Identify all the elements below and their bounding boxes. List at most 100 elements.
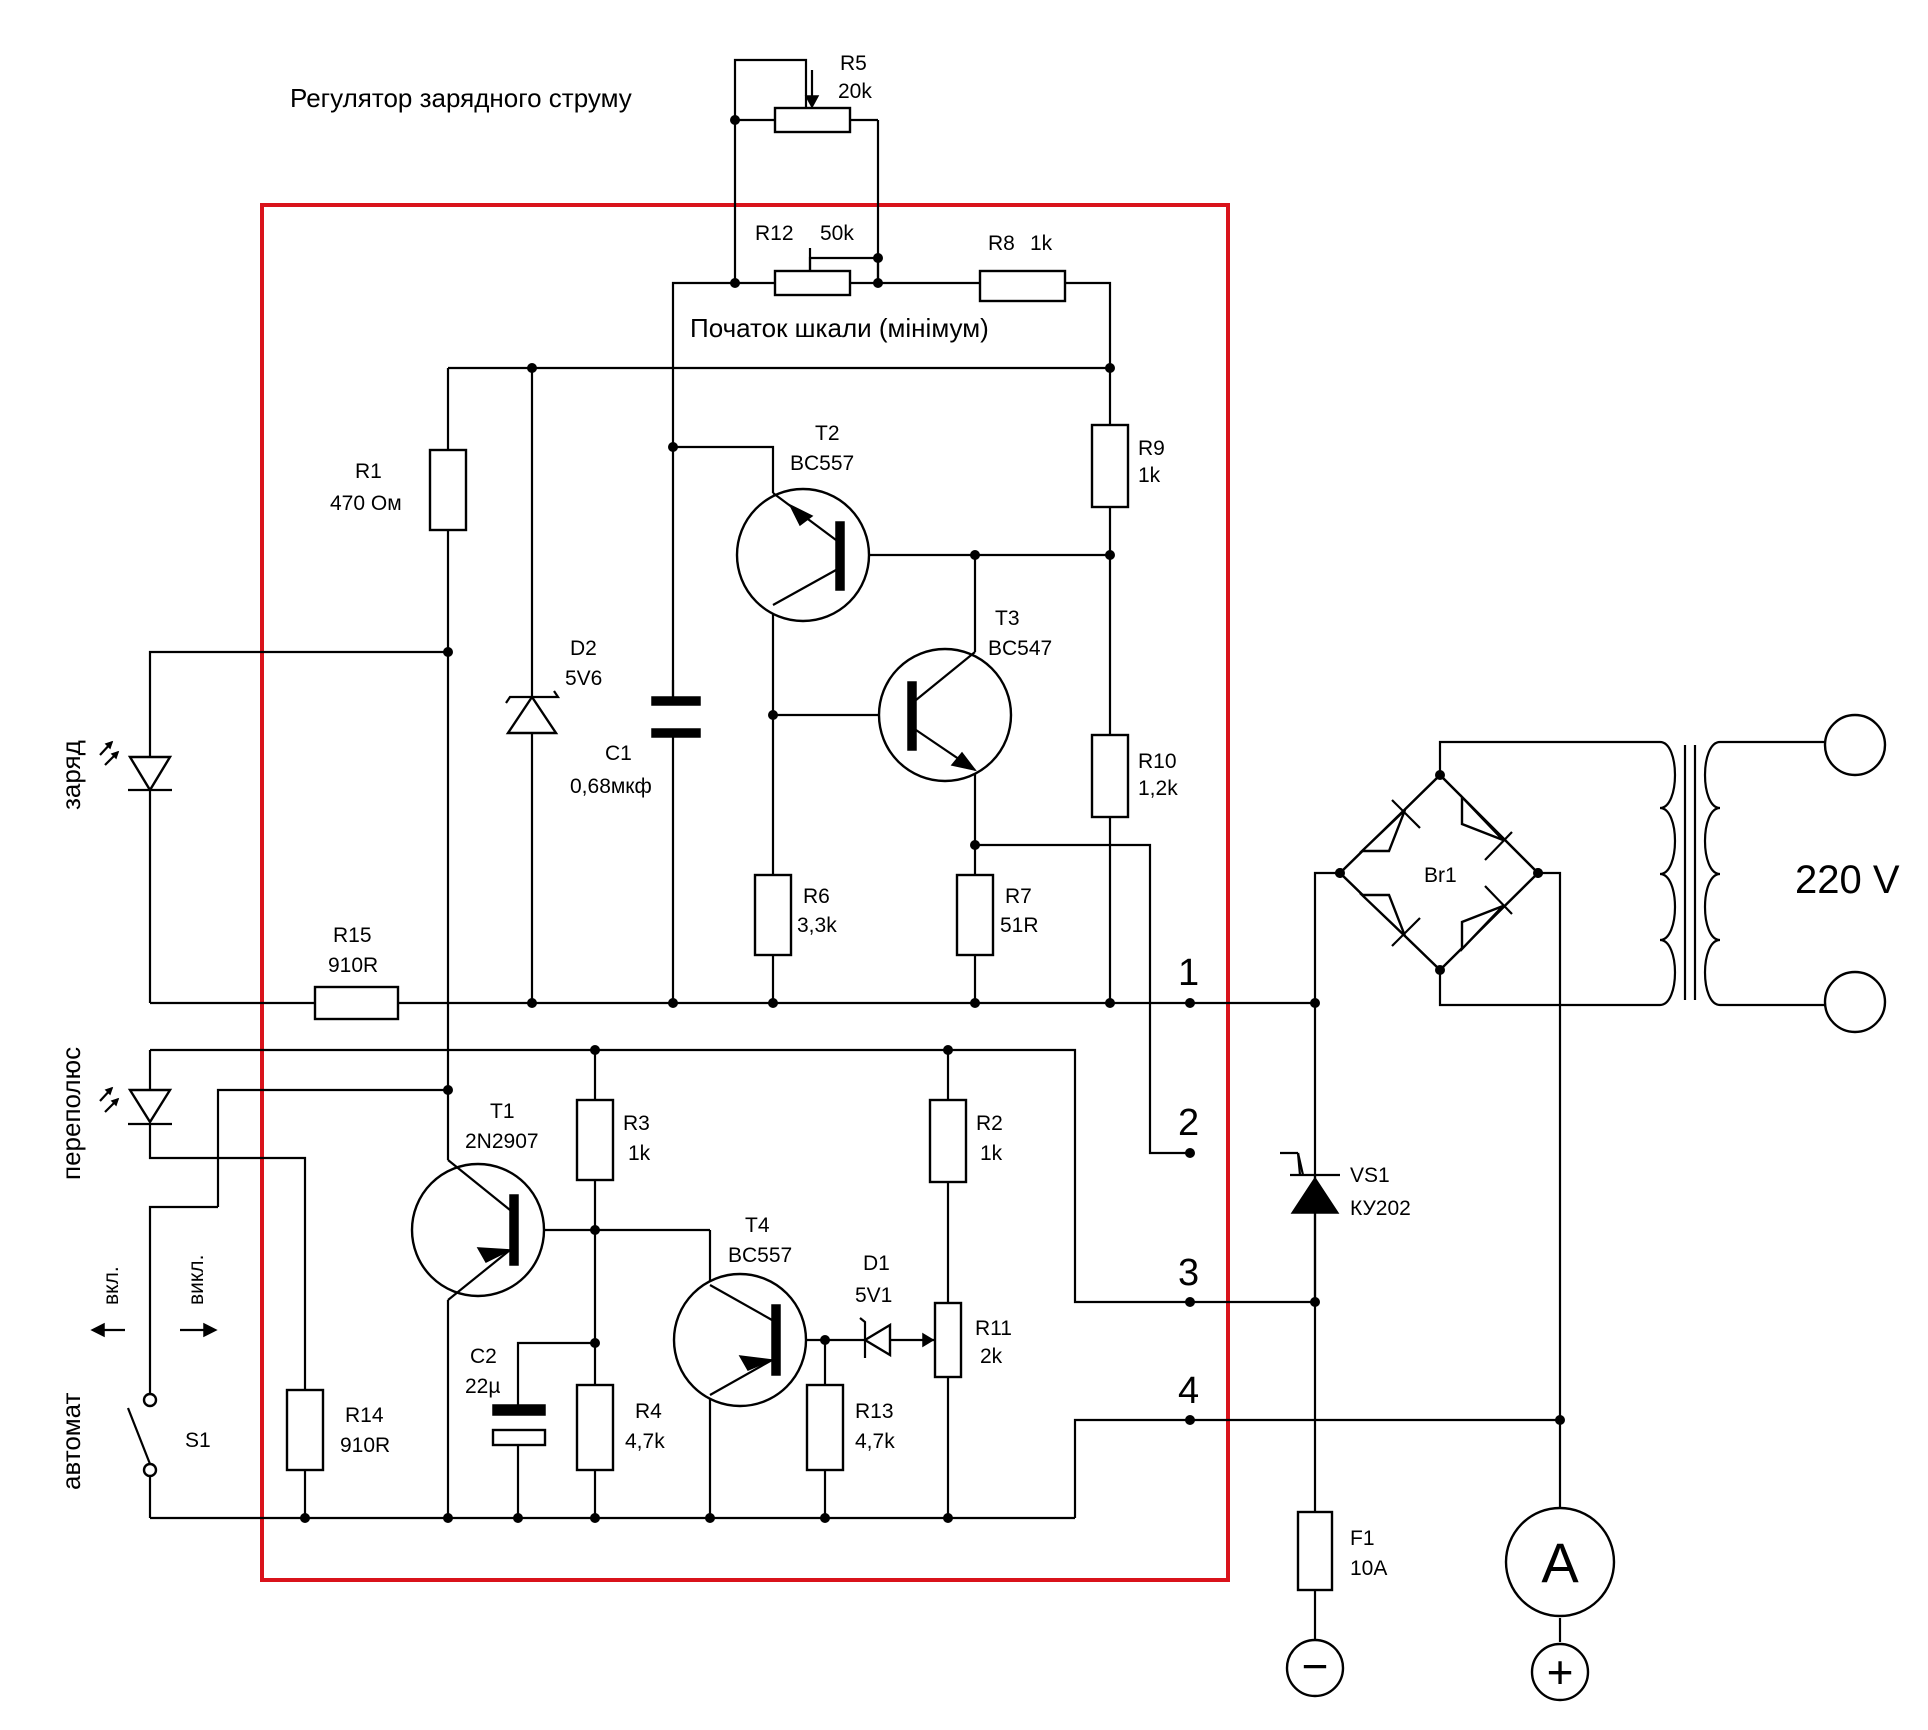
transistor-t2 <box>735 487 871 623</box>
resistor-r11 <box>922 1301 963 1379</box>
t3-value: BC547 <box>988 637 1052 660</box>
t4-value: BC557 <box>728 1244 792 1267</box>
resistor-r10 <box>1090 733 1130 819</box>
r15-value: 910R <box>328 954 378 977</box>
r8-ref: R8 <box>988 232 1015 255</box>
r14-ref: R14 <box>345 1404 384 1427</box>
r13-ref: R13 <box>855 1400 894 1423</box>
t2-value: BC557 <box>790 452 854 475</box>
f1-value: 10A <box>1350 1557 1387 1580</box>
resistor-r6 <box>753 873 793 957</box>
d2-ref: D2 <box>570 637 597 660</box>
pin-4: 4 <box>1178 1370 1199 1412</box>
led-charge-icon <box>99 655 173 793</box>
resistor-r14 <box>285 1388 325 1472</box>
zener-diode-d2 <box>505 690 561 735</box>
vs1-ref: VS1 <box>1350 1164 1390 1187</box>
label-led-reverse: переполюс <box>56 1047 86 1180</box>
resistor-r9 <box>1090 423 1130 509</box>
c2-value: 22µ <box>465 1375 500 1398</box>
r6-ref: R6 <box>803 885 830 908</box>
r7-ref: R7 <box>1005 885 1032 908</box>
zener-diode-d1 <box>845 1317 892 1358</box>
r11-value: 2k <box>980 1345 1003 1368</box>
r10-ref: R10 <box>1138 750 1177 773</box>
transistor-t4 <box>672 1272 808 1408</box>
label-mains-voltage: 220 V <box>1795 858 1900 902</box>
d1-value: 5V1 <box>855 1284 892 1307</box>
capacitor-c2 <box>491 1404 547 1447</box>
label-switch-on: вкл. <box>100 1266 123 1305</box>
r6-value: 3,3k <box>797 914 837 937</box>
t3-ref: T3 <box>995 607 1020 630</box>
r5-value: 20k <box>838 80 872 103</box>
r4-value: 4,7k <box>625 1430 665 1453</box>
label-switch-off: викл. <box>185 1255 208 1305</box>
diode-bridge-br1 <box>1335 770 1543 975</box>
r10-value: 1,2k <box>1138 777 1178 800</box>
fuse-f1 <box>1296 1510 1334 1592</box>
r8-value: 1k <box>1030 232 1053 255</box>
r1-value: 470 Ом <box>330 492 402 515</box>
resistor-r2 <box>928 1098 968 1184</box>
r2-value: 1k <box>980 1142 1003 1165</box>
ammeter <box>1504 1506 1616 1618</box>
resistor-r5 <box>773 70 852 134</box>
c1-ref: C1 <box>605 742 632 765</box>
r13-value: 4,7k <box>855 1430 895 1453</box>
resistor-r7 <box>955 873 995 957</box>
module-boundary <box>260 203 1230 1582</box>
resistor-r12 <box>773 248 852 297</box>
positive-terminal-label: + <box>1547 1646 1574 1698</box>
transistor-t1 <box>410 1159 546 1301</box>
r3-value: 1k <box>628 1142 651 1165</box>
r4-ref: R4 <box>635 1400 662 1423</box>
d1-ref: D1 <box>863 1252 890 1275</box>
t2-ref: T2 <box>815 422 840 445</box>
r11-ref: R11 <box>975 1317 1012 1340</box>
t1-value: 2N2907 <box>465 1130 539 1153</box>
capacitor-c1 <box>651 680 701 738</box>
label-current-regulator: Регулятор зарядного струму <box>290 83 632 113</box>
pin-3: 3 <box>1178 1252 1199 1294</box>
r5-ref: R5 <box>840 52 867 75</box>
vs1-value: КУ202 <box>1350 1197 1411 1220</box>
c2-ref: C2 <box>470 1345 497 1368</box>
br1-ref: Br1 <box>1424 864 1457 887</box>
resistor-r13 <box>805 1383 845 1472</box>
d2-value: 5V6 <box>565 667 602 690</box>
r3-ref: R3 <box>623 1112 650 1135</box>
arrow-left-icon <box>90 1322 125 1338</box>
label-led-charge: заряд <box>56 740 86 810</box>
c1-value: 0,68мкф <box>570 775 652 798</box>
r2-ref: R2 <box>976 1112 1003 1135</box>
negative-terminal-label: − <box>1302 1640 1329 1692</box>
r9-value: 1k <box>1138 464 1161 487</box>
r12-ref: R12 <box>755 222 794 245</box>
f1-ref: F1 <box>1350 1527 1375 1550</box>
r12-value: 50k <box>820 222 854 245</box>
thyristor-vs1 <box>1290 1152 1340 1214</box>
transformer <box>1659 713 1887 1034</box>
t1-ref: T1 <box>490 1100 515 1123</box>
resistor-r1 <box>428 448 468 532</box>
resistor-r8 <box>978 269 1067 303</box>
pin-2: 2 <box>1178 1102 1199 1144</box>
pin-1: 1 <box>1178 952 1199 994</box>
label-mode-auto: автомат <box>56 1392 86 1490</box>
resistor-r4 <box>575 1383 615 1472</box>
r15-ref: R15 <box>333 924 372 947</box>
positive-terminal <box>1530 1642 1590 1702</box>
resistor-r3 <box>575 1098 615 1182</box>
r14-value: 910R <box>340 1434 390 1457</box>
ammeter-label: A <box>1541 1531 1579 1594</box>
resistor-r15 <box>313 985 400 1021</box>
label-scale-start: Початок шкали (мінімум) <box>690 313 989 343</box>
switch-s1 <box>126 1392 158 1478</box>
led-reverse-icon <box>99 1086 173 1126</box>
t4-ref: T4 <box>745 1214 770 1237</box>
r9-ref: R9 <box>1138 437 1165 460</box>
negative-terminal <box>1285 1638 1345 1698</box>
transistor-t3 <box>877 647 1013 783</box>
